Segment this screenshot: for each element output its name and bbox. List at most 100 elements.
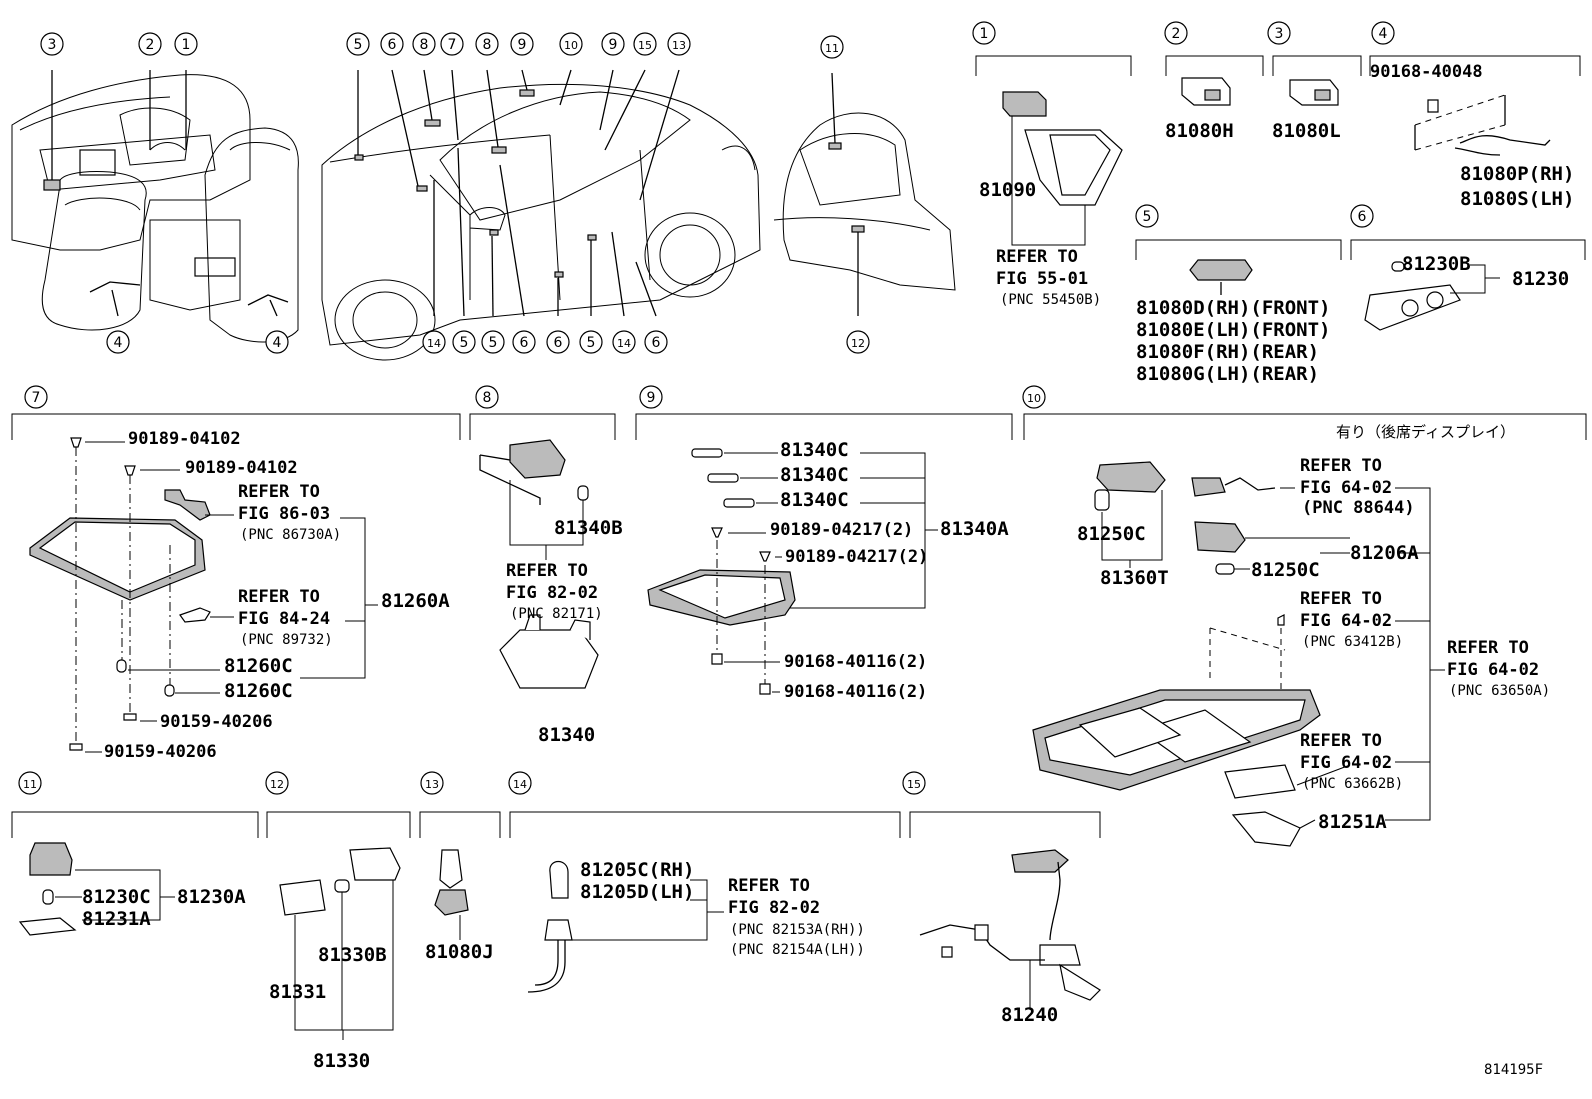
part-label: FIG 82-02 — [506, 583, 598, 603]
part-label: 81080S(LH) — [1460, 188, 1574, 210]
part-label: 814195F — [1484, 1062, 1543, 1078]
part-label: 81230A — [177, 886, 246, 908]
part-label: 81250C — [1077, 523, 1146, 545]
part-label: 81080J — [425, 941, 494, 963]
svg-text:8: 8 — [483, 37, 492, 53]
callout-3: 3 — [1267, 21, 1291, 45]
callout-5: 5 — [1135, 204, 1159, 228]
svg-text:3: 3 — [48, 37, 57, 53]
part-label: REFER TO — [1300, 589, 1382, 609]
svg-text:5: 5 — [460, 335, 469, 351]
svg-text:9: 9 — [647, 390, 656, 406]
svg-text:3: 3 — [1275, 26, 1284, 42]
svg-text:7: 7 — [448, 37, 457, 53]
svg-text:6: 6 — [1358, 209, 1367, 225]
callout-13: 13 — [667, 32, 691, 56]
callout-6: 6 — [644, 330, 668, 354]
part-label: FIG 84-24 — [238, 609, 330, 629]
callout-4: 4 — [106, 330, 130, 354]
part-label: (PNC 63650A) — [1449, 683, 1550, 699]
callout-12: 12 — [846, 330, 870, 354]
group-2-3 — [1165, 55, 1362, 106]
svg-text:6: 6 — [520, 335, 529, 351]
svg-text:10: 10 — [1027, 392, 1041, 405]
svg-text:14: 14 — [513, 778, 527, 791]
part-label: FIG 64-02 — [1447, 660, 1539, 680]
part-label: 81340C — [780, 489, 849, 511]
svg-text:6: 6 — [554, 335, 563, 351]
group-13 — [419, 811, 501, 940]
callout-11: 11 — [18, 771, 42, 795]
part-label: 81080H — [1165, 120, 1234, 142]
svg-text:12: 12 — [270, 778, 284, 791]
callout-2: 2 — [1164, 21, 1188, 45]
part-label: FIG 64-02 — [1300, 753, 1392, 773]
part-label: 有り（後席ディスプレイ） — [1336, 423, 1515, 441]
svg-text:2: 2 — [1172, 26, 1181, 42]
svg-text:13: 13 — [672, 39, 686, 52]
trunk-overview — [773, 72, 956, 316]
svg-text:10: 10 — [564, 39, 578, 52]
callout-15: 15 — [902, 771, 926, 795]
part-label: 81340 — [538, 724, 595, 746]
part-label: 81340B — [554, 517, 623, 539]
part-label: (PNC 63412B) — [1302, 634, 1403, 650]
part-label: FIG 82-02 — [728, 898, 820, 918]
part-label: FIG 64-02 — [1300, 478, 1392, 498]
part-label: 81080P(RH) — [1460, 163, 1574, 185]
part-label: 81090 — [979, 179, 1036, 201]
part-label: FIG 86-03 — [238, 504, 330, 524]
part-label: REFER TO — [238, 482, 320, 502]
group-4 — [1369, 55, 1581, 156]
svg-text:2: 2 — [146, 37, 155, 53]
svg-text:9: 9 — [609, 37, 618, 53]
group-8 — [469, 413, 616, 689]
callout-13: 13 — [420, 771, 444, 795]
part-label: FIG 64-02 — [1300, 611, 1392, 631]
part-label: (PNC 55450B) — [1000, 292, 1101, 308]
svg-text:15: 15 — [907, 778, 921, 791]
part-label: 81080F(RH)(REAR) — [1136, 341, 1319, 363]
part-label: REFER TO — [1447, 638, 1529, 658]
part-label: 81206A — [1350, 542, 1419, 564]
part-label: 81231A — [82, 908, 151, 930]
svg-text:8: 8 — [483, 390, 492, 406]
part-label: (PNC 86730A) — [240, 527, 341, 543]
part-label: REFER TO — [506, 561, 588, 581]
part-label: 81340C — [780, 439, 849, 461]
part-label: REFER TO — [1300, 731, 1382, 751]
group-12 — [266, 811, 411, 1040]
part-label: 81330 — [313, 1050, 370, 1072]
callout-14: 14 — [422, 330, 446, 354]
callout-7: 7 — [24, 385, 48, 409]
part-label: 81330B — [318, 944, 387, 966]
part-label: (PNC 82154A(LH)) — [730, 942, 865, 958]
callout-6: 6 — [512, 330, 536, 354]
part-label: 81205C(RH) — [580, 859, 694, 881]
svg-text:14: 14 — [427, 337, 441, 350]
part-label: 90189-04102 — [128, 429, 241, 449]
part-label: REFER TO — [996, 247, 1078, 267]
callout-6: 6 — [1350, 204, 1374, 228]
svg-text:11: 11 — [825, 42, 839, 55]
part-label: 81230C — [82, 886, 151, 908]
car-overview — [321, 69, 761, 361]
part-label: 81340A — [940, 518, 1009, 540]
callout-3: 3 — [40, 32, 64, 56]
callout-4: 4 — [265, 330, 289, 354]
svg-text:6: 6 — [652, 335, 661, 351]
callout-7: 7 — [440, 32, 464, 56]
callout-14: 14 — [508, 771, 532, 795]
part-label: 81260A — [381, 590, 450, 612]
callout-4: 4 — [1371, 21, 1395, 45]
part-label: REFER TO — [728, 876, 810, 896]
part-label: 81260C — [224, 655, 293, 677]
part-label: 81250C — [1251, 559, 1320, 581]
callout-1: 1 — [174, 32, 198, 56]
svg-text:5: 5 — [587, 335, 596, 351]
part-label: 90189-04102 — [185, 458, 298, 478]
callout-15: 15 — [633, 32, 657, 56]
svg-text:8: 8 — [420, 37, 429, 53]
part-label: 81230 — [1512, 268, 1569, 290]
